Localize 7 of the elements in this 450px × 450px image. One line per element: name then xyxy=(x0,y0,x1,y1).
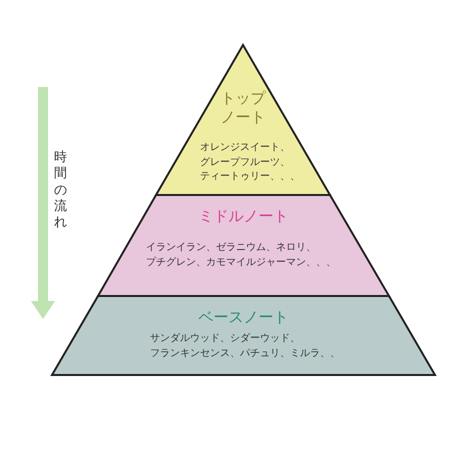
note-list: イランイラン、ゼラニウム、ネロリ、プチグレン、カモマイルジャーマン、、、 xyxy=(146,241,342,270)
tier-heading: ミドルノート xyxy=(198,207,288,226)
note-list: オレンジスイート、グレープフルーツ、ティートゥリー、、、 xyxy=(200,141,304,184)
tier-heading: ベースノート xyxy=(198,308,288,327)
tier-heading: トップノート xyxy=(220,89,267,127)
axis-label: 時間の流れ xyxy=(54,150,67,232)
note-list: サンダルウッド、シダーウッド、フランキンセンス、パチュリ、ミルラ、、 xyxy=(150,332,346,361)
